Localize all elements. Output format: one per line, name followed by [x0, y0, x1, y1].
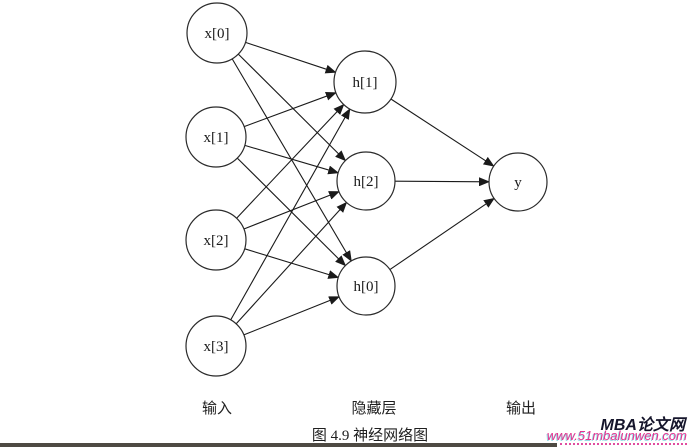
- node-x2: x[2]: [185, 209, 247, 271]
- edge-x3-h2: [235, 201, 348, 325]
- node-x0-label: x[0]: [205, 26, 230, 42]
- node-x0-circle: [186, 2, 248, 64]
- bottom-divider-rule: [0, 443, 557, 447]
- node-x3: x[3]: [185, 315, 247, 377]
- node-x3-circle: [185, 315, 247, 377]
- node-h1-circle: [333, 50, 397, 114]
- edge-h0-y: [389, 197, 495, 271]
- node-h1-label: h[1]: [353, 75, 378, 91]
- node-h0-circle: [336, 256, 396, 316]
- node-x2-circle: [185, 209, 247, 271]
- node-h0: h[0]: [336, 256, 396, 316]
- hidden-layer-label: 隐藏层: [351, 400, 396, 417]
- edge-x1-h2: [244, 144, 340, 175]
- watermark-brand: MBA论文网: [600, 417, 685, 434]
- node-y-label: y: [514, 175, 522, 191]
- output-node-y: y: [488, 152, 548, 212]
- node-h1: h[1]: [333, 50, 397, 114]
- edge-h1-y: [390, 98, 495, 167]
- edges-hidden-to-output: [389, 98, 495, 271]
- edge-x0-h2: [237, 53, 347, 162]
- edge-x3-h1: [230, 108, 351, 321]
- edge-h2-y: [394, 177, 490, 187]
- node-h2: h[2]: [336, 151, 396, 211]
- node-x1-circle: [185, 106, 247, 168]
- watermark-url[interactable]: www.51mbalunwen.com: [546, 428, 687, 443]
- node-x2-label: x[2]: [204, 233, 229, 249]
- input-layer-nodes: x[0] x[1] x[2] x[3]: [185, 2, 248, 377]
- output-layer-label: 输出: [506, 400, 536, 417]
- edges-input-to-hidden: [230, 41, 352, 336]
- edge-x0-h1: [245, 41, 337, 74]
- edge-x2-h1: [236, 103, 345, 219]
- node-x0: x[0]: [186, 2, 248, 64]
- figure-caption: 图 4.9 神经网络图: [312, 427, 428, 444]
- node-h0-label: h[0]: [354, 279, 379, 295]
- node-y-circle: [488, 152, 548, 212]
- node-h2-label: h[2]: [354, 174, 379, 190]
- watermark-underline: [560, 443, 687, 445]
- hidden-layer-nodes: h[1] h[2] h[0]: [333, 50, 397, 316]
- input-layer-label: 输入: [202, 400, 232, 417]
- node-x3-label: x[3]: [204, 339, 229, 355]
- edge-x2-h2: [243, 191, 340, 230]
- edge-x1-h1: [243, 91, 337, 128]
- node-h2-circle: [336, 151, 396, 211]
- edge-x3-h0: [243, 296, 341, 336]
- node-x1-label: x[1]: [204, 130, 229, 146]
- node-x1: x[1]: [185, 106, 247, 168]
